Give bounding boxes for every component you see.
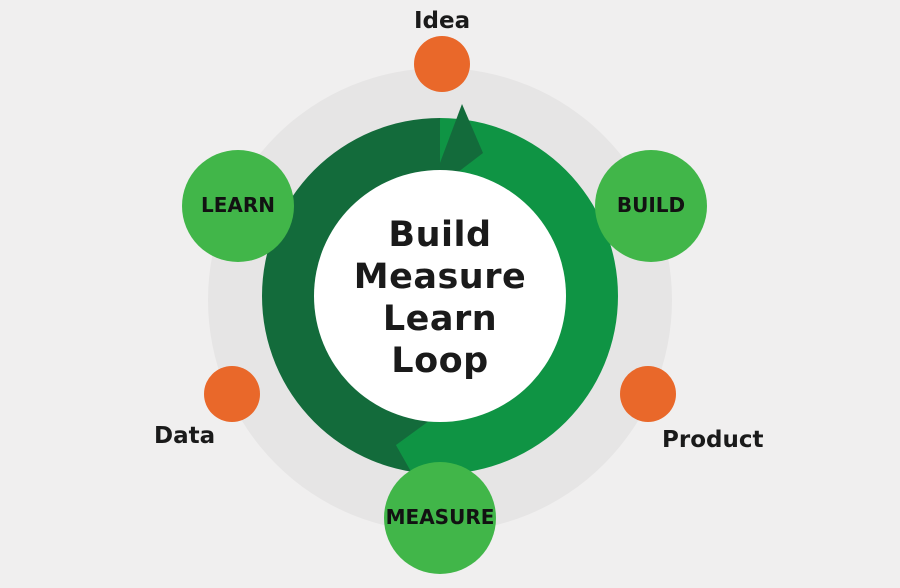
cycle-arrow-measure-to-learn xyxy=(262,118,440,474)
center-title-line-4: Loop xyxy=(391,341,489,381)
stage-label-build: BUILD xyxy=(616,193,686,217)
inner-disc xyxy=(314,170,566,422)
center-title: Build Measure Learn Loop xyxy=(340,214,540,382)
artifact-label-data: Data xyxy=(154,423,216,449)
stage-label-measure: MEASURE xyxy=(385,505,495,529)
center-title-line-1: Build xyxy=(388,215,492,255)
artifact-node-data xyxy=(204,366,260,422)
stage-node-measure xyxy=(384,462,496,574)
artifact-label-idea: Idea xyxy=(414,8,471,34)
artifact-label-product: Product xyxy=(662,427,764,453)
stage-node-learn xyxy=(182,150,294,262)
stage-label-learn: LEARN xyxy=(200,193,276,217)
artifact-node-idea xyxy=(414,36,470,92)
center-title-line-2: Measure xyxy=(353,257,527,297)
stage-node-build xyxy=(595,150,707,262)
artifact-node-product xyxy=(620,366,676,422)
center-title-line-3: Learn xyxy=(382,299,498,339)
arrowhead-bottom-tail xyxy=(396,422,440,475)
cycle-arrow-build-to-measure xyxy=(440,118,618,474)
